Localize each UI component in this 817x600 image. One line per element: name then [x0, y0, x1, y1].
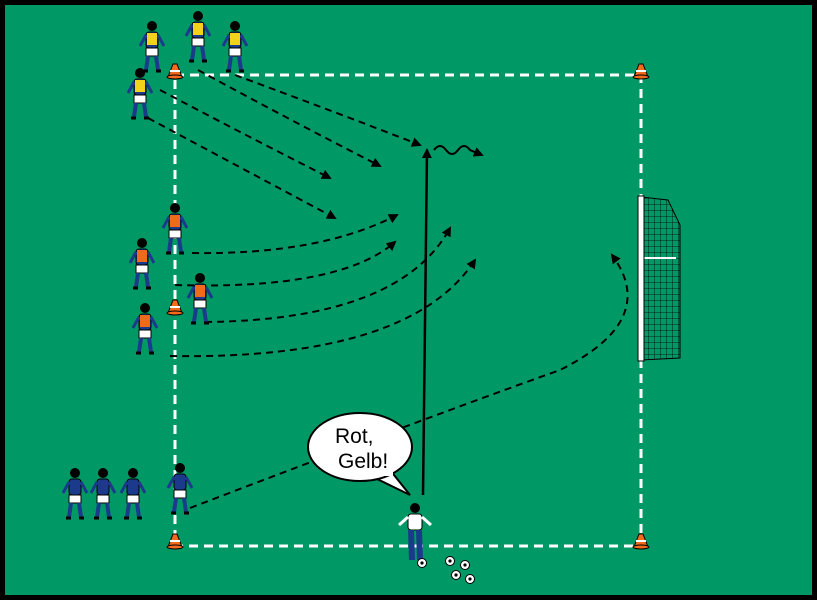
ball-icon — [451, 570, 461, 580]
ball-icon — [445, 556, 455, 566]
dribble-arrow — [433, 145, 484, 157]
arrow-blue — [189, 253, 629, 509]
arrow-orange-4 — [169, 258, 477, 358]
speech-line-1: Rot, — [335, 425, 374, 448]
speech-bubble: Rot, Gelb! — [307, 412, 413, 496]
coach — [398, 503, 432, 561]
ball-icon — [460, 560, 470, 570]
arrow-orange-3 — [204, 226, 451, 323]
yellow-group — [126, 9, 249, 120]
orange-group — [128, 201, 214, 355]
arrow-yellow-2 — [197, 69, 382, 167]
pass-arrow — [421, 148, 432, 496]
goal — [637, 195, 681, 362]
arrow-orange-2 — [174, 240, 397, 287]
ball-icon — [465, 574, 475, 584]
arrow-yellow-4 — [147, 117, 337, 219]
arrow-yellow-1 — [234, 74, 422, 147]
pitch — [5, 5, 812, 595]
arrow-orange-1 — [191, 214, 399, 255]
run-paths — [147, 69, 629, 509]
speech-line-2: Gelb! — [338, 450, 388, 473]
ball-icon — [417, 558, 427, 568]
arrow-yellow-3 — [159, 89, 332, 179]
